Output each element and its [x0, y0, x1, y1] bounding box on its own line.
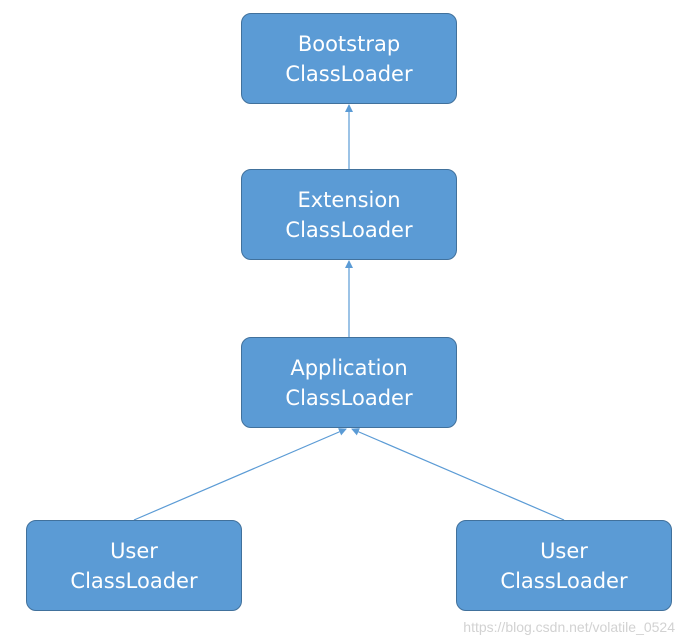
node-bootstrap-classloader: Bootstrap ClassLoader: [241, 13, 457, 104]
edge-user-left-to-application: [133, 428, 347, 521]
node-application-classloader: Application ClassLoader: [241, 337, 457, 428]
watermark-url: https://blog.csdn.net/volatile_0524: [463, 619, 675, 635]
node-label-line1: Extension: [297, 187, 401, 212]
node-label-line2: ClassLoader: [70, 568, 198, 593]
node-label-line1: User: [110, 538, 158, 563]
node-extension-classloader: Extension ClassLoader: [241, 169, 457, 260]
node-user-classloader-left: User ClassLoader: [26, 520, 242, 611]
node-label-line2: ClassLoader: [285, 61, 413, 86]
node-user-classloader-right: User ClassLoader: [456, 520, 672, 611]
node-label-line2: ClassLoader: [285, 217, 413, 242]
node-label-line2: ClassLoader: [285, 385, 413, 410]
node-label-line2: ClassLoader: [500, 568, 628, 593]
node-label-line1: User: [540, 538, 588, 563]
edge-user-right-to-application: [351, 428, 565, 521]
node-label-line1: Application: [290, 355, 408, 380]
node-label-line1: Bootstrap: [297, 31, 401, 56]
